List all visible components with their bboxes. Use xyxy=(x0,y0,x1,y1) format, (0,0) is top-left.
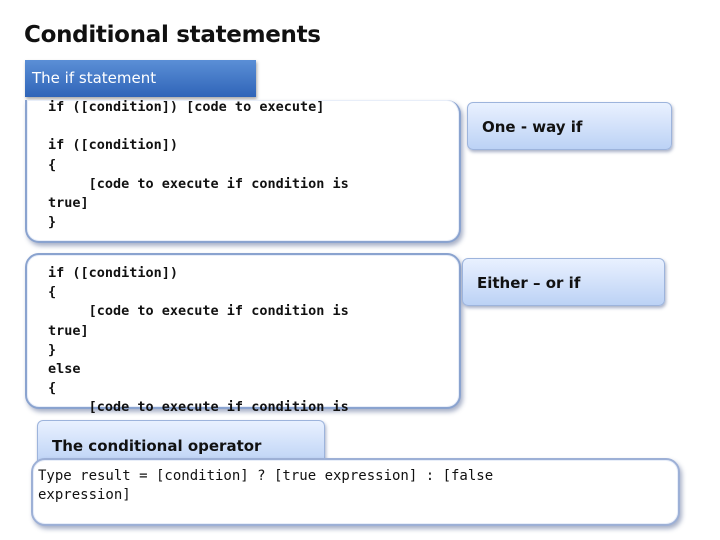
conditional-operator-code: Type result = [condition] ? [true expres… xyxy=(38,468,494,504)
one-way-code: if ([condition]) [code to execute] if ([… xyxy=(48,99,349,231)
one-way-code-box xyxy=(25,100,461,243)
either-or-label: Either – or if xyxy=(462,258,665,306)
either-or-code-box xyxy=(25,253,461,409)
conditional-operator-code-box xyxy=(31,458,680,526)
section-tab-if-statement: The if statement xyxy=(25,60,256,97)
conditional-operator-label: The conditional operator xyxy=(37,420,325,464)
one-way-label: One - way if xyxy=(467,102,672,150)
either-or-code: if ([condition]) { [code to execute if c… xyxy=(48,265,349,416)
slide-title: Conditional statements xyxy=(24,22,321,48)
